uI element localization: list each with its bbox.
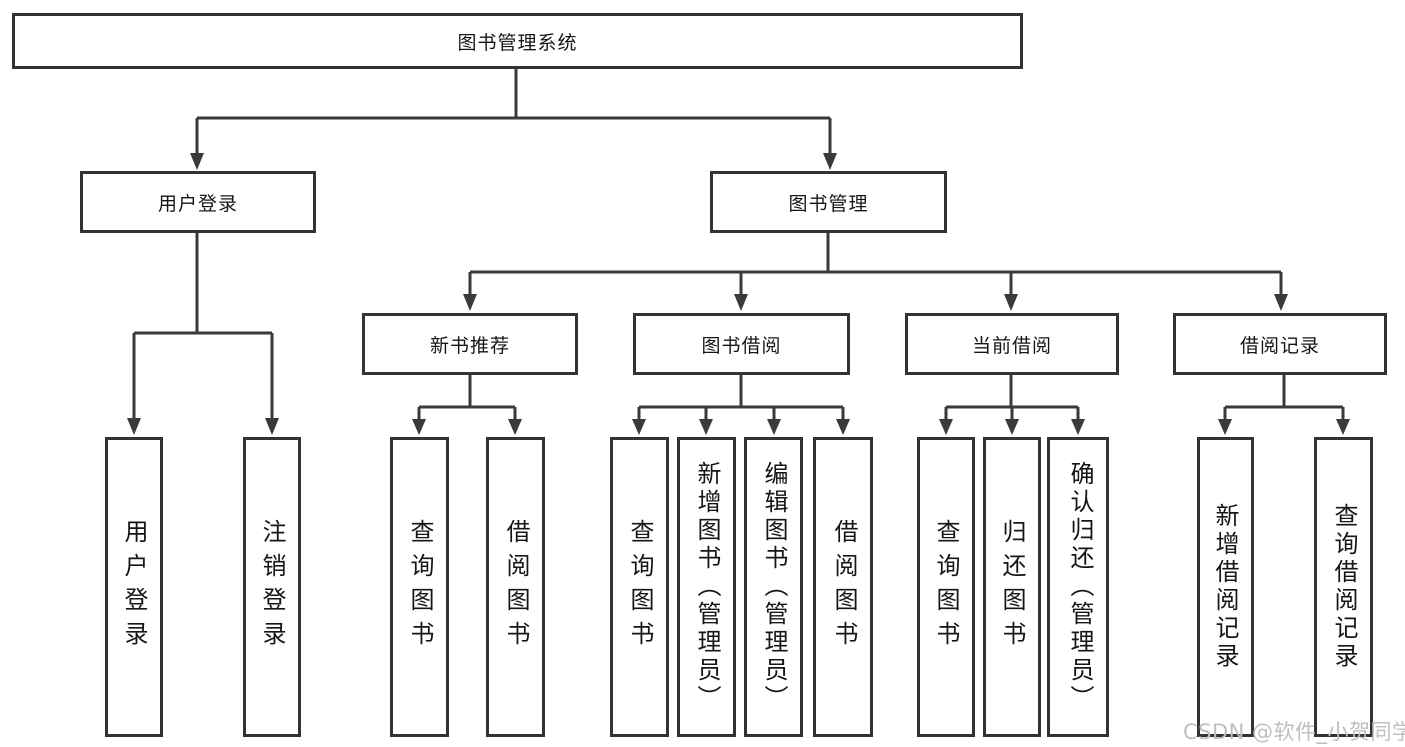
arrowhead-icons [127,153,1350,435]
leaf-query-borrow-record: 查询借阅记录 [1314,437,1373,737]
leaf-logout: 注销登录 [243,437,301,737]
leaf-confirm-return-admin: 确认归还（管理员） [1047,437,1109,737]
node-library-management-system: 图书管理系统 [12,13,1023,69]
leaf-query-books-borrowing: 查询图书 [610,437,669,737]
leaf-return-books: 归还图书 [983,437,1041,737]
csdn-watermark: CSDN @软件_小贺同学 [1183,720,1405,744]
leaf-user-login: 用户登录 [105,437,163,737]
node-book-management: 图书管理 [710,171,947,233]
node-current-borrowing: 当前借阅 [905,313,1119,375]
node-user-login: 用户登录 [80,171,316,233]
node-book-borrowing: 图书借阅 [633,313,850,375]
leaf-query-books-recommend: 查询图书 [390,437,449,737]
leaf-add-borrow-record: 新增借阅记录 [1197,437,1254,737]
leaf-edit-book-admin: 编辑图书（管理员） [744,437,803,737]
leaf-borrow-books-borrowing: 借阅图书 [813,437,873,737]
leaf-borrow-books-recommend: 借阅图书 [486,437,545,737]
node-borrowing-records: 借阅记录 [1173,313,1387,375]
node-new-book-recommend: 新书推荐 [362,313,578,375]
leaf-query-books-current: 查询图书 [917,437,975,737]
leaf-add-book-admin: 新增图书（管理员） [677,437,736,737]
